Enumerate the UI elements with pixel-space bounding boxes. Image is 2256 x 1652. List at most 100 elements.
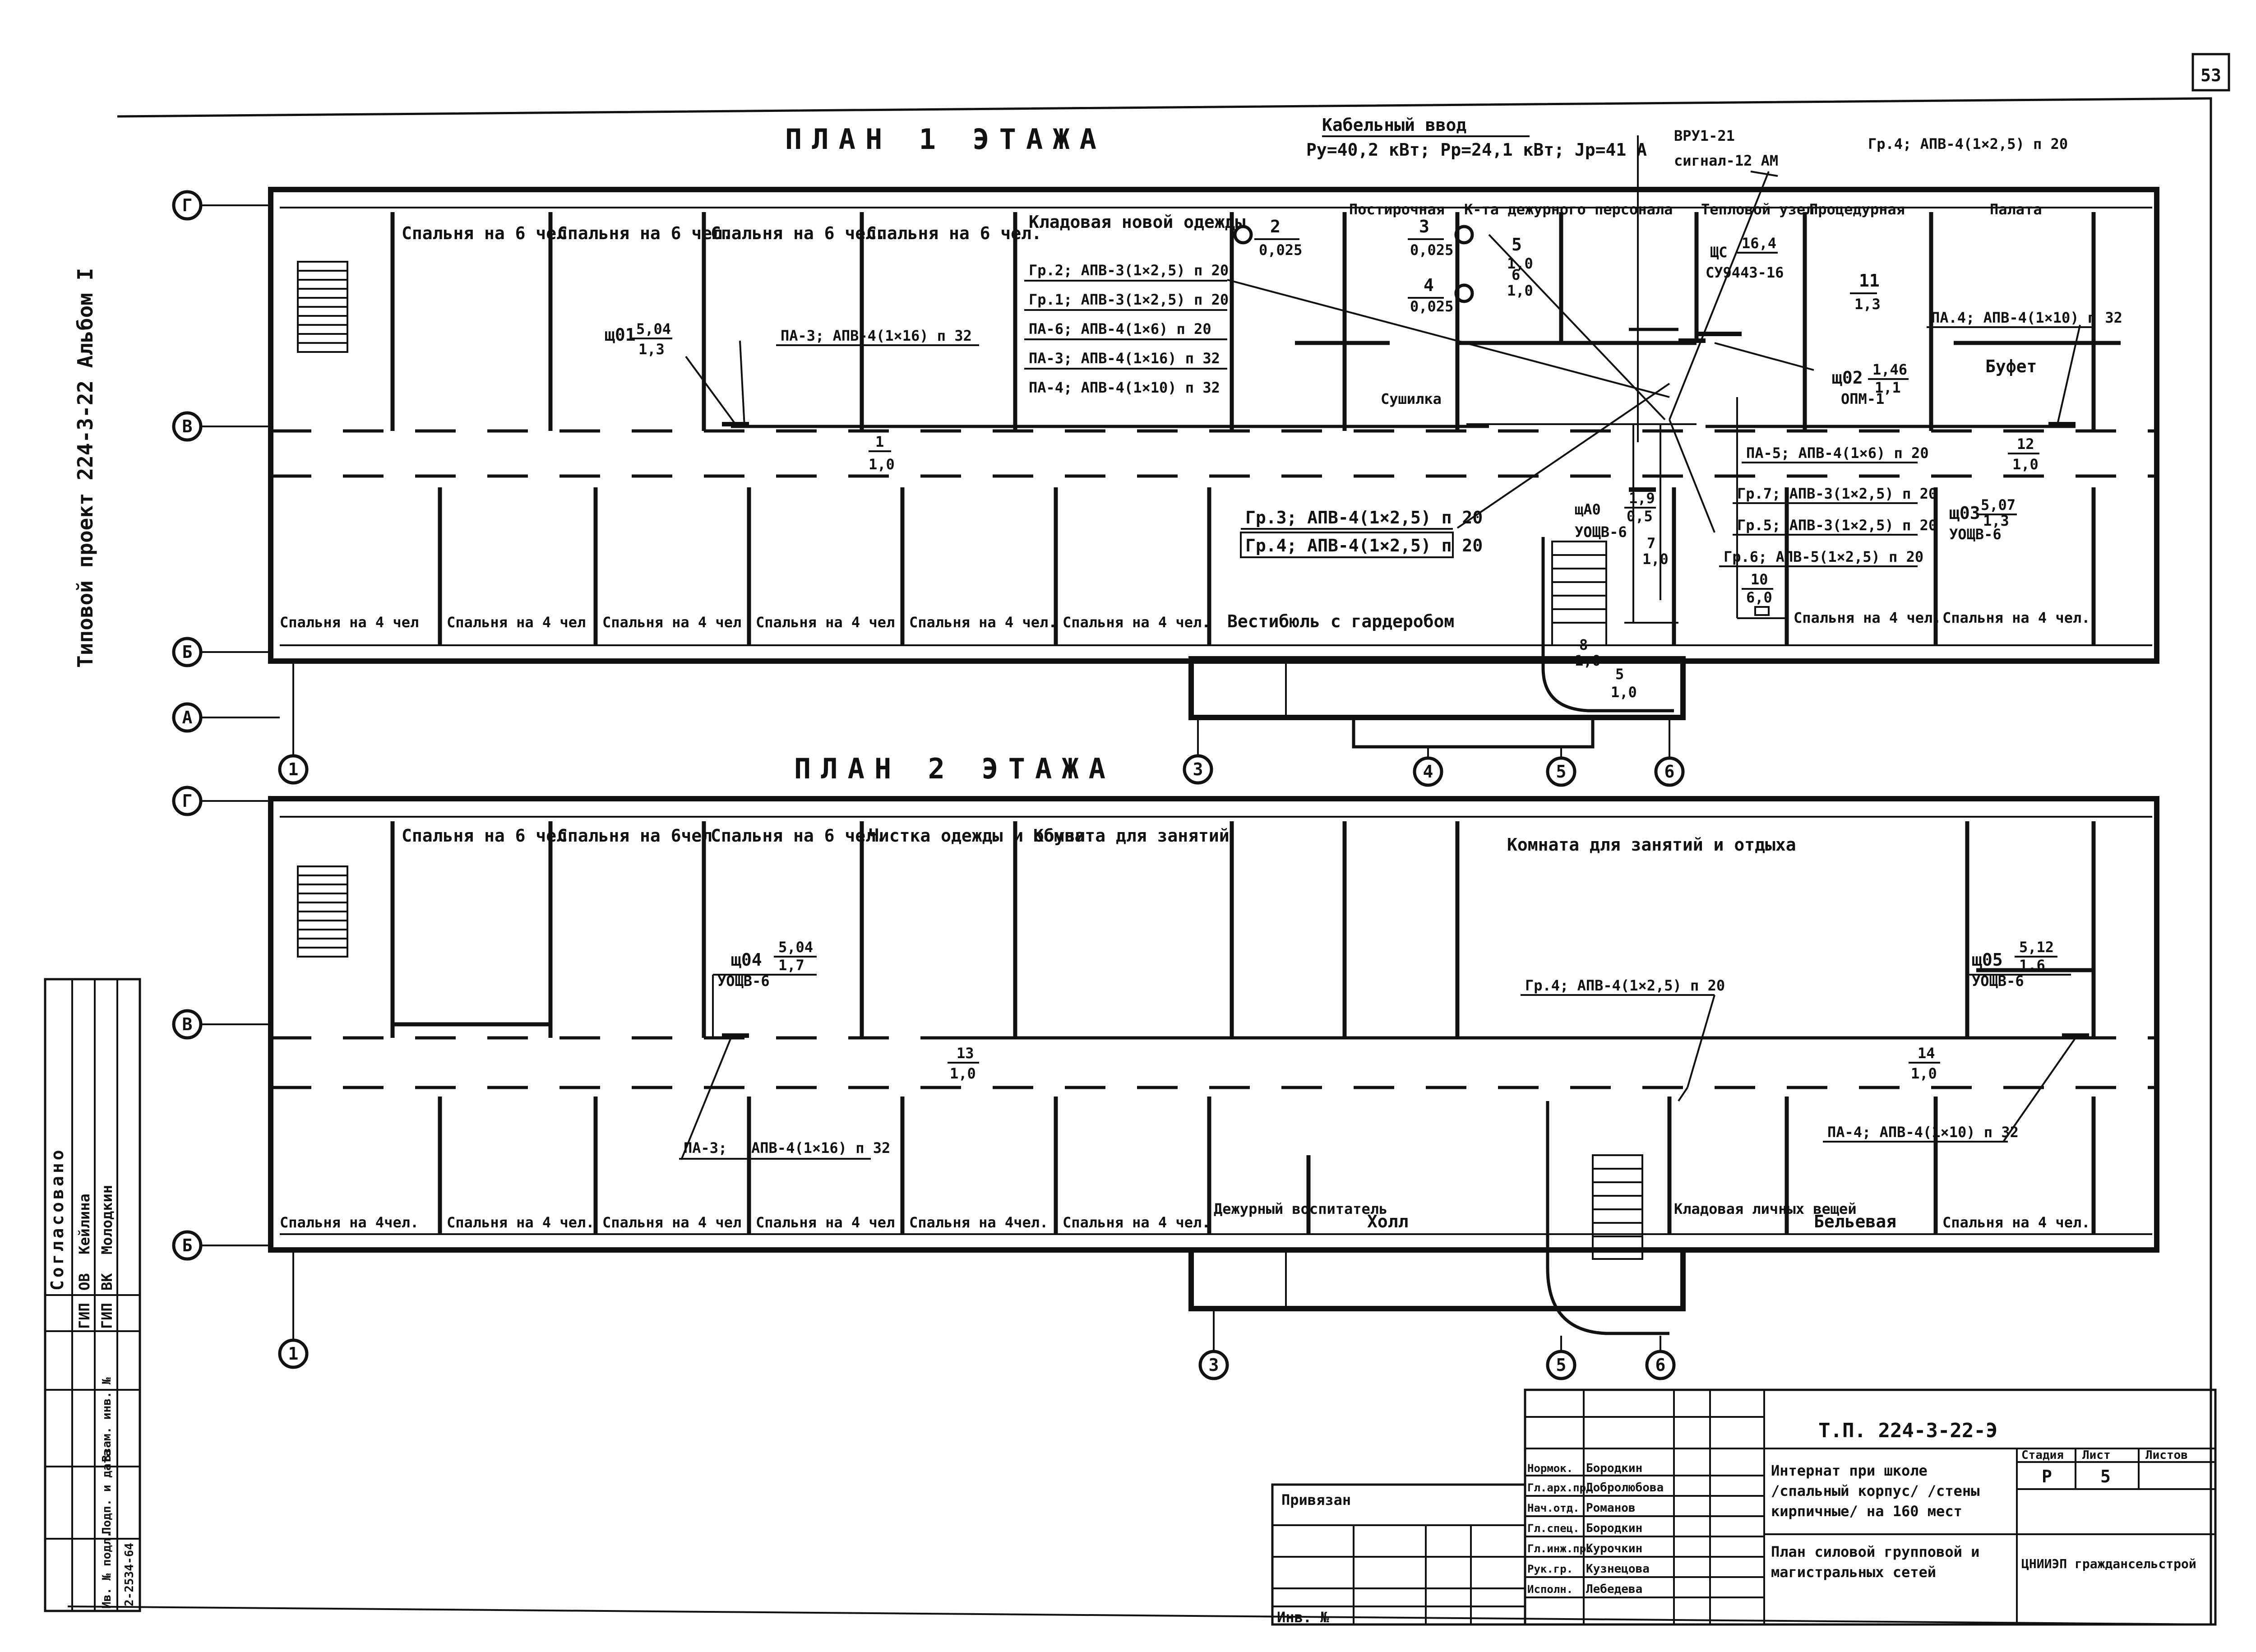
p1-room-laundry: Постирочная <box>1349 201 1445 218</box>
p1-gr4-line: Гр.4; АПВ-4(1×2,5) п 20 <box>1245 536 1483 555</box>
sheet-number-box <box>2191 53 2230 92</box>
p2-shch04-num: 5,04 <box>778 939 813 956</box>
p1-panel-shch02: щ02 1,46 1,1 ОПМ-1 <box>1832 361 1909 407</box>
axis-label-1b: 1 <box>288 1344 299 1364</box>
p2-room-sleep4-4: Спальня на 4 чел <box>756 1214 895 1231</box>
axis-row-v2: В <box>172 1009 271 1040</box>
plan2-stair-right <box>1546 1101 1669 1335</box>
p2-room-hall: Холл <box>1367 1212 1409 1231</box>
p1-shch01-den: 1,3 <box>638 341 665 358</box>
p2-room-study: Комната для занятий <box>1033 826 1230 846</box>
p1-load-5-num: 5 <box>1512 235 1522 255</box>
p1-shcha0-den: 0,5 <box>1627 508 1653 525</box>
album-label: Типовой проект 224-3-22 Альбом I <box>73 268 97 668</box>
axis-label-g2: Г <box>182 791 193 811</box>
p1-room-heat: Тепловой узел <box>1701 201 1814 218</box>
p1-load-12-den: 1,0 <box>2012 456 2039 473</box>
p1-load-11-den: 1,3 <box>1854 296 1881 313</box>
p1-shch01-name: щ01 <box>605 325 636 345</box>
p2-room-sleep6-2: Спальня на 6чел <box>557 826 712 846</box>
staff-role-1: Нормок. <box>1527 1462 1573 1475</box>
p1-room-sleep4-8: Спальня на 4 чел. <box>1942 609 2090 626</box>
sheet-name-1: План силовой групповой и <box>1771 1543 1979 1560</box>
p2-shch05-den: 1,6 <box>2019 957 2045 974</box>
axis-col-5a: 5 <box>1546 747 1576 787</box>
p1-group-line-5: ПА-4; АПВ-4(1×10) п 32 <box>1029 379 1220 396</box>
approval-stamp: Согласовано ГИП ОВ Кейлина ГИП ВК Молодк… <box>44 978 141 1612</box>
p2-pa4-line: ПА-4; АПВ-4(1×10) п 32 <box>1827 1124 2019 1141</box>
axis-label-g1: Г <box>182 195 193 215</box>
cable-input-title: Кабельный ввод <box>1322 115 1466 135</box>
drawing-frame <box>117 97 2212 1624</box>
p2-room-sleep4-1: Спальня на 4чел. <box>280 1214 419 1231</box>
project-name-3: кирпичные/ на 160 мест <box>1771 1503 1962 1520</box>
plan1-walls <box>268 187 2159 749</box>
p1-group-stack: Гр.2; АПВ-3(1×2,5) п 20 Гр.1; АПВ-3(1×2,… <box>1024 262 1229 396</box>
p1-right-line-4: Гр.6; АПВ-5(1×2,5) п 20 <box>1724 548 1923 565</box>
axis-label-1a: 1 <box>288 759 299 779</box>
p1-room-vestibule: Вестибюль с гардеробом <box>1227 611 1454 631</box>
p2-load-14-den: 1,0 <box>1911 1065 1937 1082</box>
p1-load-6-num: 6 <box>1512 266 1520 283</box>
axis-label-b2: Б <box>182 1236 193 1255</box>
p1-room-dryer: Сушилка <box>1381 390 1442 407</box>
title-block <box>1271 1388 2217 1626</box>
staff-role-6: Рук.гр. <box>1527 1563 1573 1575</box>
stage-value: Р <box>2042 1467 2052 1486</box>
p1-shc-name: ЩС <box>1710 244 1728 261</box>
staff-role-4: Гл.спец. <box>1527 1522 1580 1535</box>
p2-shch04-den: 1,7 <box>778 957 804 974</box>
staff-name-7: Лебедева <box>1586 1583 1642 1596</box>
drawing-frame-bottom <box>67 1606 2211 1625</box>
p2-pa3-cable: АПВ-4(1×16) п 32 <box>751 1139 890 1157</box>
staff-name-5: Курочкин <box>1586 1542 1642 1555</box>
p1-shch03-name: щ03 <box>1949 503 1980 523</box>
axis-col-1a: 1 <box>278 659 309 785</box>
p1-room-sleep4-5: Спальня на 4 чел. <box>909 614 1057 631</box>
title-staff: Нормок. Бородкин Гл.арх.пр. Добролюбова … <box>1527 1462 1664 1596</box>
axis-row-b2: Б <box>172 1230 271 1261</box>
p1-load-4-num: 4 <box>1424 275 1434 295</box>
p1-right-line-2: Гр.7; АПВ-3(1×2,5) п 20 <box>1737 485 1937 502</box>
p1-room-sleep4-1: Спальня на 4 чел <box>280 614 419 631</box>
p1-right-line-1: ПА-5; АПВ-4(1×6) п 20 <box>1746 444 1929 462</box>
p1-group-line-1: Гр.2; АПВ-3(1×2,5) п 20 <box>1029 262 1229 279</box>
p1-room-buffet: Буфет <box>1985 356 2037 376</box>
p1-gr3-line: Гр.3; АПВ-4(1×2,5) п 20 <box>1245 508 1483 528</box>
p2-load-13-num: 13 <box>957 1045 974 1062</box>
p1-room-sleep4-6: Спальня на 4 чел. <box>1063 614 1211 631</box>
axis-col-4a: 4 <box>1413 747 1443 787</box>
p1-load-1-num: 1 <box>875 433 884 450</box>
p1-load-markers: 1 1,0 2 0,025 3 0,025 4 0,025 5 1,0 6 1,… <box>869 217 2039 701</box>
p1-group-line-2: Гр.1; АПВ-3(1×2,5) п 20 <box>1029 291 1229 308</box>
staff-role-5: Гл.инж.пр. <box>1527 1542 1593 1555</box>
approval-dept-2: ВК <box>98 1273 116 1291</box>
p1-shch01-num: 5,04 <box>636 320 671 338</box>
p1-right-line-3: Гр.5; АПВ-3(1×2,5) п 20 <box>1737 517 1937 534</box>
p1-load-1-den: 1,0 <box>869 456 895 473</box>
stage-label: Стадия <box>2021 1448 2064 1462</box>
p1-pa3-line: ПА-3; АПВ-4(1×16) п 32 <box>781 327 972 344</box>
p1-load-3-den: 0,025 <box>1410 241 1453 259</box>
p2-room-linen: Бельевая <box>1814 1212 1896 1231</box>
axis-col-6b: 6 <box>1645 1336 1676 1380</box>
p1-load-7-den: 1,0 <box>1642 551 1669 568</box>
p1-shch03-type: УОЩВ-6 <box>1949 526 2002 543</box>
sheet-label: Лист <box>2082 1448 2111 1462</box>
p1-room-sleep6-4: Спальня на 6 чел. <box>866 223 1042 243</box>
approval-name-1: Кейлина <box>76 1194 93 1254</box>
axis-col-1b: 1 <box>278 1252 309 1369</box>
p1-room-sleep4-2: Спальня на 4 чел <box>447 614 586 631</box>
approval-title: Согласовано <box>47 1147 67 1291</box>
project-name-2: /спальный корпус/ /стены <box>1771 1482 1979 1499</box>
axis-label-v1: В <box>182 416 193 436</box>
axis-row-a1: А <box>172 702 280 733</box>
axis-label-5b: 5 <box>1556 1355 1567 1375</box>
p1-shch02-type: ОПМ-1 <box>1841 390 1884 407</box>
p2-room-sleep4-7: Спальня на 4 чел. <box>1942 1214 2090 1231</box>
p1-gr4-box <box>1240 532 1454 558</box>
plan2-stair-left <box>297 865 348 958</box>
axis-label-3b: 3 <box>1209 1355 1219 1375</box>
p2-room-study-rest: Комната для занятий и отдыха <box>1507 835 1796 855</box>
